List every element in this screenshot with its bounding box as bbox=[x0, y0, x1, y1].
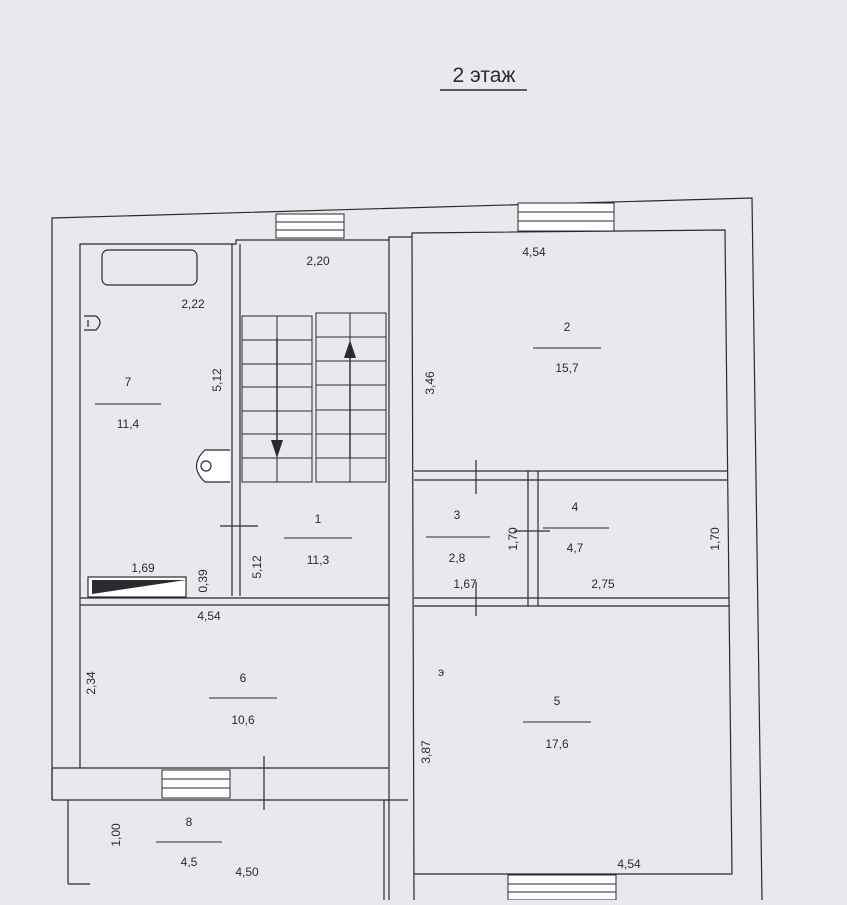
windows bbox=[161, 202, 617, 901]
room-labels: 1 11,3 2 15,7 3 2,8 4 4,7 5 17,6 6 10,6 … bbox=[95, 320, 609, 869]
dimension-label: 4,54 bbox=[522, 245, 546, 259]
room-number: 6 bbox=[240, 671, 247, 685]
dimension-labels: 2,22 5,12 2,20 5,12 4,54 3,46 1,67 1,70 … bbox=[84, 245, 722, 879]
dimension-label: 2,75 bbox=[591, 577, 615, 591]
dimension-label: 2,20 bbox=[306, 254, 330, 268]
dimension-label: 1,70 bbox=[506, 527, 520, 551]
dimension-label: 5,12 bbox=[210, 368, 224, 392]
flue-icon bbox=[195, 449, 230, 483]
niche-marker-icon bbox=[92, 580, 186, 594]
dimension-label: 3,46 bbox=[423, 371, 437, 395]
room-area: 15,7 bbox=[555, 361, 579, 375]
arrow-down-icon bbox=[271, 440, 283, 458]
room-number: 7 bbox=[125, 375, 132, 389]
arrow-up-icon bbox=[344, 340, 356, 358]
dimension-label: 4,50 bbox=[235, 865, 259, 879]
door-marks bbox=[220, 460, 550, 810]
room-number: 8 bbox=[186, 815, 193, 829]
dimension-label: 1,00 bbox=[109, 823, 123, 847]
window-top-room2 bbox=[517, 202, 615, 232]
room-area: 2,8 bbox=[449, 551, 466, 565]
room-area: 10,6 bbox=[231, 713, 255, 727]
room-number: 2 bbox=[564, 320, 571, 334]
room-area: 11,3 bbox=[307, 553, 330, 567]
room-number: 5 bbox=[554, 694, 561, 708]
room-number: 3 bbox=[454, 508, 461, 522]
dimension-label: 5,12 bbox=[250, 555, 264, 579]
walls bbox=[51, 197, 763, 901]
room-number: 1 bbox=[315, 512, 322, 526]
room-area: 4,5 bbox=[181, 855, 198, 869]
dimension-label: 3,87 bbox=[419, 740, 433, 764]
plan-title: 2 этаж bbox=[453, 64, 516, 87]
dimension-label: 1,70 bbox=[708, 527, 722, 551]
bathtub-icon bbox=[101, 249, 198, 286]
room-area: 11,4 bbox=[117, 417, 140, 431]
dimension-label: 1,69 bbox=[131, 561, 155, 575]
window-room6 bbox=[161, 769, 231, 799]
dimension-label: 2,22 bbox=[181, 297, 205, 311]
toilet-icon bbox=[84, 315, 101, 331]
room-area: 17,6 bbox=[545, 737, 569, 751]
room-area: 4,7 bbox=[567, 541, 584, 555]
window-top-stairs bbox=[275, 213, 345, 239]
staircase bbox=[241, 312, 387, 483]
window-room5 bbox=[507, 874, 617, 901]
dimension-label: 4,54 bbox=[197, 609, 221, 623]
room-number: 4 bbox=[572, 500, 579, 514]
dimension-label: 2,34 bbox=[84, 671, 98, 695]
dimension-label: 1,67 bbox=[453, 577, 477, 591]
dimension-label: 0,39 bbox=[196, 569, 210, 593]
dimension-label: 4,54 bbox=[617, 857, 641, 871]
electric-mark: э bbox=[438, 665, 444, 679]
